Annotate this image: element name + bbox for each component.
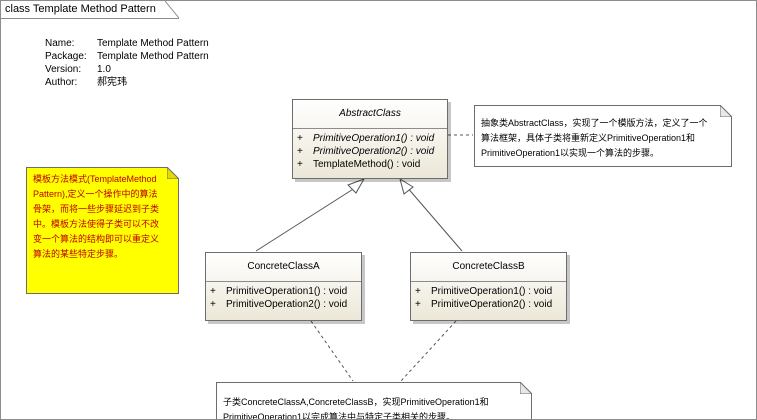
visibility-marker: + [415, 299, 421, 310]
class-concreteclassb[interactable]: ConcreteClassB + PrimitiveOperation1() :… [410, 252, 567, 321]
note-line: 变一个算法的结构即可以重定义 [33, 234, 160, 244]
class-name: ConcreteClassA [206, 253, 361, 282]
class-concreteclassa[interactable]: ConcreteClassA + PrimitiveOperation1() :… [205, 252, 362, 321]
note-line: Pattern),定义一个操作中的算法 [33, 189, 158, 199]
visibility-marker: + [210, 299, 216, 310]
operations-list: + PrimitiveOperation1() : void + Primiti… [206, 282, 361, 313]
note-abstract-class[interactable]: 抽象类AbstractClass，实现了一个模版方法，定义了一个 算法框架，具体… [474, 105, 732, 167]
visibility-marker: + [415, 286, 421, 297]
note-line: 抽象类AbstractClass，实现了一个模版方法，定义了一个 [481, 118, 708, 128]
class-name: AbstractClass [293, 100, 447, 129]
class-name: ConcreteClassB [411, 253, 566, 282]
frame-label-text: class Template Method Pattern [5, 3, 156, 15]
operation-signature: PrimitiveOperation1() : void [431, 286, 553, 297]
operation-row: + PrimitiveOperation1() : void [297, 132, 443, 145]
operation-signature: PrimitiveOperation2() : void [431, 299, 553, 310]
operation-row: + PrimitiveOperation2() : void [415, 298, 562, 311]
operations-list: + PrimitiveOperation1() : void + Primiti… [293, 129, 447, 173]
note-line: PrimitiveOperation1以实现一个算法的步骤。 [481, 148, 660, 158]
meta-row-package: Package: Template Method Pattern [45, 50, 209, 63]
meta-value: Template Method Pattern [97, 38, 209, 49]
meta-key: Package: [45, 51, 87, 62]
note-line: 子类ConcreteClassA,ConcreteClassB，实现Primit… [223, 397, 489, 407]
operation-row: + PrimitiveOperation1() : void [210, 285, 357, 298]
diagram-frame-label: class Template Method Pattern [1, 1, 179, 19]
meta-value: 郝宪玮 [97, 77, 127, 88]
meta-row-author: Author: 郝宪玮 [45, 76, 209, 89]
operation-row: + PrimitiveOperation2() : void [210, 298, 357, 311]
note-concrete-subclasses[interactable]: 子类ConcreteClassA,ConcreteClassB，实现Primit… [216, 382, 532, 420]
generalization-arrowhead-a [347, 178, 366, 194]
operation-row: + TemplateMethod() : void [297, 158, 443, 171]
diagram-metadata: Name: Template Method Pattern Package: T… [45, 37, 209, 89]
frame-tab-corner [164, 1, 179, 18]
operation-row: + PrimitiveOperation2() : void [297, 145, 443, 158]
meta-row-version: Version: 1.0 [45, 63, 209, 76]
visibility-marker: + [297, 146, 303, 157]
meta-value: Template Method Pattern [97, 51, 209, 62]
note-line: 骨架，而将一些步骤延迟到子类 [33, 204, 160, 214]
operations-list: + PrimitiveOperation1() : void + Primiti… [411, 282, 566, 313]
meta-row-name: Name: Template Method Pattern [45, 37, 209, 50]
operation-signature: PrimitiveOperation2() : void [313, 146, 435, 157]
meta-key: Version: [45, 64, 82, 75]
generalization-line-b[interactable] [405, 185, 463, 252]
class-abstractclass[interactable]: AbstractClass + PrimitiveOperation1() : … [292, 99, 448, 179]
visibility-marker: + [297, 159, 303, 170]
generalization-line-a[interactable] [255, 185, 359, 252]
operation-signature: PrimitiveOperation1() : void [313, 133, 435, 144]
generalization-arrowhead-b [399, 177, 414, 195]
meta-key: Name: [45, 38, 75, 49]
note-line: 算法的某些特定步骤。 [33, 249, 124, 259]
note-pattern-definition[interactable]: 模板方法模式(TemplateMethod Pattern),定义一个操作中的算… [26, 167, 179, 294]
note-link-concrete-b[interactable] [400, 320, 457, 382]
meta-value: 1.0 [97, 64, 111, 75]
visibility-marker: + [297, 133, 303, 144]
operation-row: + PrimitiveOperation1() : void [415, 285, 562, 298]
operation-signature: TemplateMethod() : void [313, 159, 421, 170]
note-link-concrete-a[interactable] [310, 320, 354, 382]
operation-signature: PrimitiveOperation1() : void [226, 286, 348, 297]
visibility-marker: + [210, 286, 216, 297]
note-line: 中。模板方法使得子类可以不改 [33, 219, 160, 229]
note-line: 算法框架，具体子类将重新定义PrimitiveOperation1和 [481, 133, 696, 143]
note-line: 模板方法模式(TemplateMethod [33, 174, 157, 184]
note-line: PrimitiveOperation1以完成算法中与特定子类相关的步骤。 [223, 412, 456, 420]
meta-key: Author: [45, 77, 78, 88]
operation-signature: PrimitiveOperation2() : void [226, 299, 348, 310]
